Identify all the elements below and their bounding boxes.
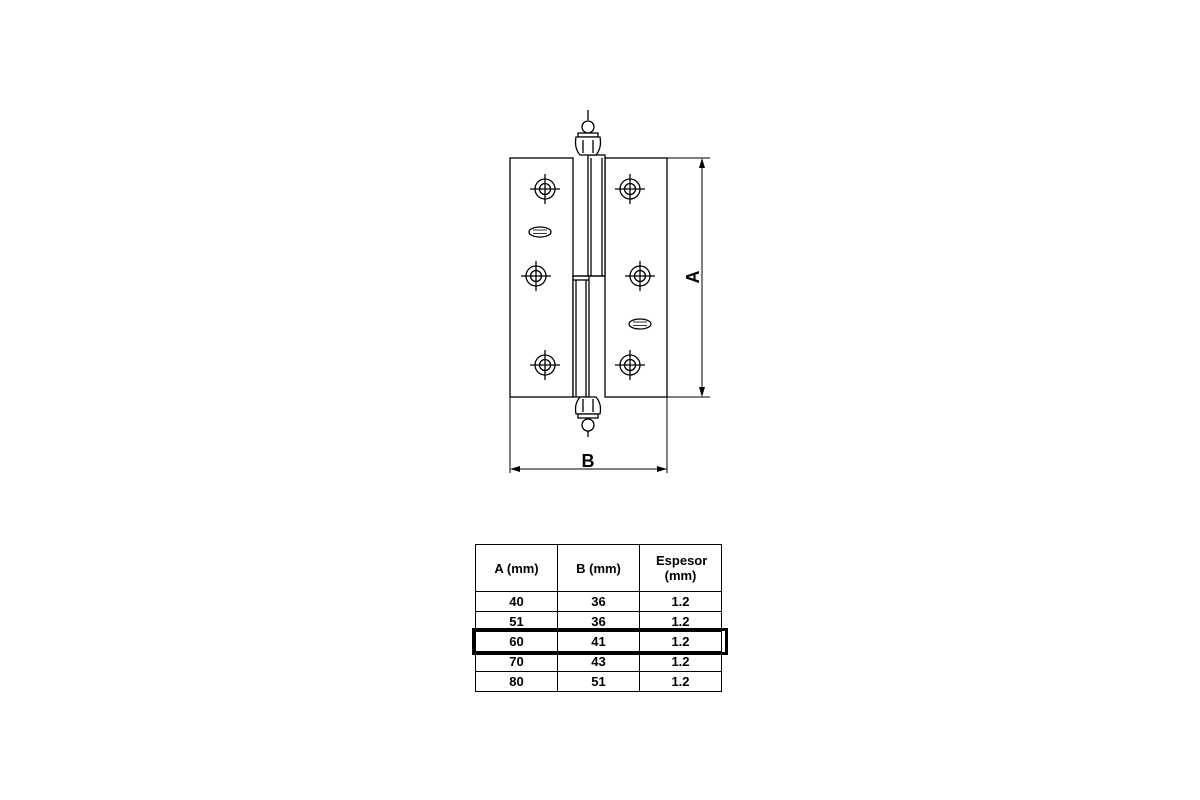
right-leaf (604, 157, 668, 398)
dimension-a-label: A (683, 271, 703, 284)
table-row: 70 43 1.2 (475, 651, 722, 672)
screw-hole (625, 261, 655, 291)
cell-a: 40 (475, 591, 558, 612)
cell-espesor: 1.2 (639, 591, 722, 612)
cell-espesor: 1.2 (639, 611, 722, 632)
screw-hole (530, 174, 560, 204)
table-header-row: A (mm) B (mm) Espesor (mm) (475, 544, 722, 592)
screw-hole (615, 174, 645, 204)
screw-hole (530, 350, 560, 380)
cell-espesor: 1.2 (639, 631, 722, 652)
header-b: B (mm) (557, 544, 640, 592)
table-row: 80 51 1.2 (475, 671, 722, 692)
table-row: 51 36 1.2 (475, 611, 722, 632)
dimension-a (667, 157, 710, 398)
logo-stamp (528, 226, 552, 238)
table-row-highlighted: 60 41 1.2 (475, 631, 722, 652)
cell-a: 60 (475, 631, 558, 652)
table-row: 40 36 1.2 (475, 591, 722, 612)
cell-espesor: 1.2 (639, 651, 722, 672)
cell-b: 41 (557, 631, 640, 652)
screw-hole (521, 261, 551, 291)
screw-hole (615, 350, 645, 380)
cell-b: 43 (557, 651, 640, 672)
top-finial (574, 110, 602, 156)
dimensions-table: A (mm) B (mm) Espesor (mm) 40 36 1.2 51 … (475, 544, 722, 692)
cell-a: 80 (475, 671, 558, 692)
cell-b: 36 (557, 611, 640, 632)
header-espesor: Espesor (mm) (639, 544, 722, 592)
dimension-b-label: B (582, 451, 595, 471)
cell-espesor: 1.2 (639, 671, 722, 692)
logo-stamp (628, 318, 652, 330)
cell-b: 51 (557, 671, 640, 692)
hinge-drawing: A B (509, 110, 710, 473)
cell-a: 51 (475, 611, 558, 632)
cell-a: 70 (475, 651, 558, 672)
header-a: A (mm) (475, 544, 558, 592)
cell-b: 36 (557, 591, 640, 612)
bottom-finial (574, 396, 602, 437)
dimension-b (509, 397, 668, 473)
